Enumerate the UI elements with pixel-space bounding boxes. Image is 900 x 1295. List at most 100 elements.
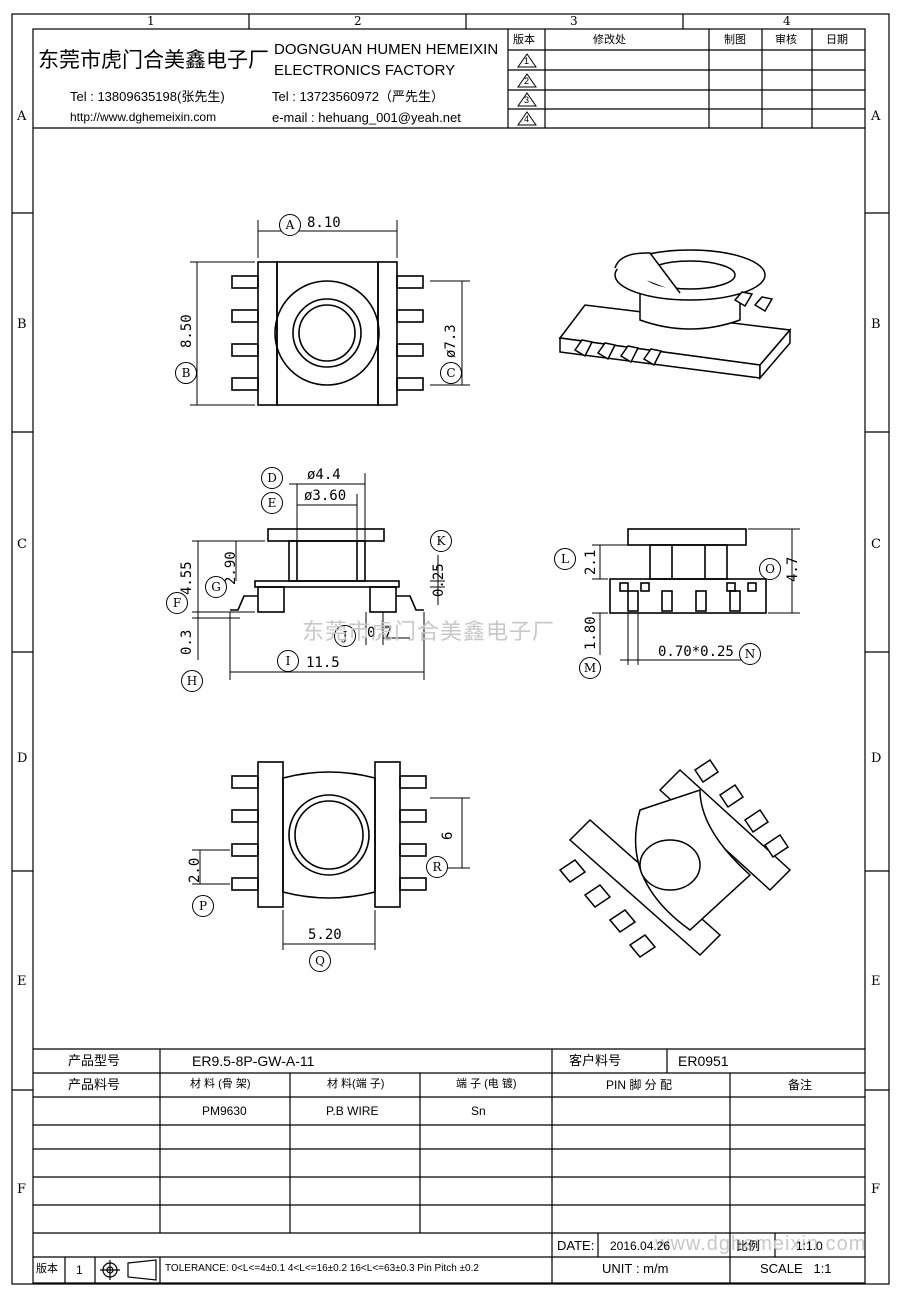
grid-col-2: 2 (354, 14, 362, 28)
rev-header-date: 日期 (826, 34, 848, 46)
projection-symbol (100, 1259, 157, 1281)
col-material-bobbin: 材 料 (骨 架) (190, 1078, 251, 1090)
revision-triangles (517, 53, 537, 126)
marker-o: O (759, 558, 781, 580)
watermark-text: 东莞市虎门合美鑫电子厂 (302, 619, 556, 644)
label-ratio: 比例 (736, 1239, 761, 1253)
plating: Sn (471, 1104, 486, 1118)
dim-m: 1.80 (583, 616, 599, 650)
grid-row-b: B (17, 317, 27, 332)
marker-c: C (440, 362, 462, 384)
grid-row-c: C (17, 537, 27, 552)
rev-header-change: 修改处 (593, 34, 626, 46)
dim-a: 8.10 (307, 215, 341, 231)
marker-e: E (261, 492, 283, 514)
grid-row-c-right: C (871, 537, 881, 552)
iso-view-bottom (558, 758, 792, 958)
material-terminal: P.B WIRE (326, 1104, 379, 1118)
date: 2016.04.26 (610, 1239, 671, 1253)
front-view (609, 528, 767, 614)
rev-row-1: 1 (524, 56, 530, 66)
dim-g: 2.90 (223, 551, 239, 585)
dim-e: ø3.60 (304, 488, 347, 504)
grid-col-1: 1 (147, 14, 155, 28)
rev-header-check: 审核 (775, 34, 797, 46)
marker-i: I (277, 650, 299, 672)
dim-n: 0.70*0.25 (658, 644, 734, 660)
col-material-terminal: 材 料(端 子) (327, 1078, 385, 1090)
label-date: DATE: (557, 1238, 595, 1253)
rev-row-2: 2 (524, 76, 530, 86)
col-pin-assignment: PIN 脚 分 配 (606, 1078, 673, 1092)
iso-view-top (558, 249, 792, 381)
dim-c: ø7.3 (443, 324, 459, 358)
company-name-en-2: ELECTRONICS FACTORY (274, 62, 456, 79)
material-bobbin: PM9630 (202, 1104, 247, 1118)
version: 1 (76, 1263, 83, 1277)
grid-row-a-right: A (871, 109, 881, 124)
tel-2: Tel : 13723560972（严先生） (272, 89, 444, 104)
grid-row-d: D (17, 751, 28, 766)
grid-col-3: 3 (570, 14, 578, 28)
marker-j: J (334, 625, 356, 647)
col-plating: 端 子 (电 镀) (456, 1078, 517, 1090)
rev-row-3: 3 (524, 95, 530, 105)
grid-row-a: A (17, 109, 27, 124)
dim-l: 2.1 (583, 549, 599, 575)
watermark-url: www.dghemeixin.com (655, 1233, 867, 1255)
marker-h: H (181, 670, 203, 692)
side-view (230, 528, 424, 613)
dim-f: 4.55 (179, 561, 195, 595)
dim-p: 2.0 (187, 857, 203, 883)
dim-j: 0.7 (367, 625, 393, 641)
ratio: 1:1.0 (796, 1239, 823, 1253)
marker-m: M (579, 657, 601, 679)
grid-row-b-right: B (871, 317, 881, 332)
marker-l: L (554, 548, 576, 570)
marker-g: G (205, 576, 227, 598)
inner-frame (32, 28, 866, 1284)
grid-col-4: 4 (783, 14, 791, 28)
scale: SCALE 1:1 (760, 1261, 832, 1276)
tel-1: Tel : 13809635198(张先生) (70, 89, 225, 104)
marker-b: B (175, 362, 197, 384)
company-name-en-1: DOGNGUAN HUMEN HEMEIXIN (274, 41, 499, 58)
email[interactable]: e-mail : hehuang_001@yeah.net (272, 110, 461, 125)
marker-f: F (166, 592, 188, 614)
marker-a: A (279, 214, 301, 236)
marker-n: N (739, 643, 761, 665)
bottom-view (231, 761, 427, 908)
label-version: 版本 (36, 1263, 58, 1275)
dim-b: 8.50 (179, 314, 195, 348)
grid-row-e-right: E (871, 974, 881, 989)
tolerance: TOLERANCE: 0<L<=4±0.1 4<L<=16±0.2 16<L<=… (165, 1263, 479, 1274)
marker-p: P (192, 895, 214, 917)
col-remark: 备注 (788, 1078, 813, 1092)
label-product-part: 产品料号 (68, 1077, 121, 1092)
grid-row-f: F (17, 1182, 27, 1197)
dim-d: ø4.4 (307, 467, 341, 483)
unit: UNIT : m/m (602, 1261, 669, 1276)
marker-r: R (426, 856, 448, 878)
rev-header-version: 版本 (513, 34, 535, 46)
dim-i: 11.5 (306, 655, 340, 671)
dim-r: 6 (440, 831, 456, 840)
dim-o: 4.7 (785, 556, 801, 582)
dim-q: 5.20 (308, 927, 342, 943)
dim-h: 0.3 (179, 629, 195, 655)
product-model: ER9.5-8P-GW-A-11 (192, 1053, 315, 1069)
marker-k: K (430, 530, 452, 552)
grid-row-d-right: D (871, 751, 882, 766)
outer-frame (11, 13, 890, 1285)
label-customer-part: 客户料号 (569, 1053, 622, 1068)
company-url[interactable]: http://www.dghemeixin.com (70, 110, 217, 124)
marker-d: D (261, 467, 283, 489)
grid-row-e: E (17, 974, 27, 989)
grid-row-f-right: F (871, 1182, 881, 1197)
rev-row-4: 4 (524, 114, 530, 124)
marker-q: Q (309, 950, 331, 972)
dim-k: 0.25 (431, 563, 447, 597)
label-product-model: 产品型号 (68, 1053, 121, 1068)
company-name-cn: 东莞市虎门合美鑫电子厂 (38, 49, 269, 72)
